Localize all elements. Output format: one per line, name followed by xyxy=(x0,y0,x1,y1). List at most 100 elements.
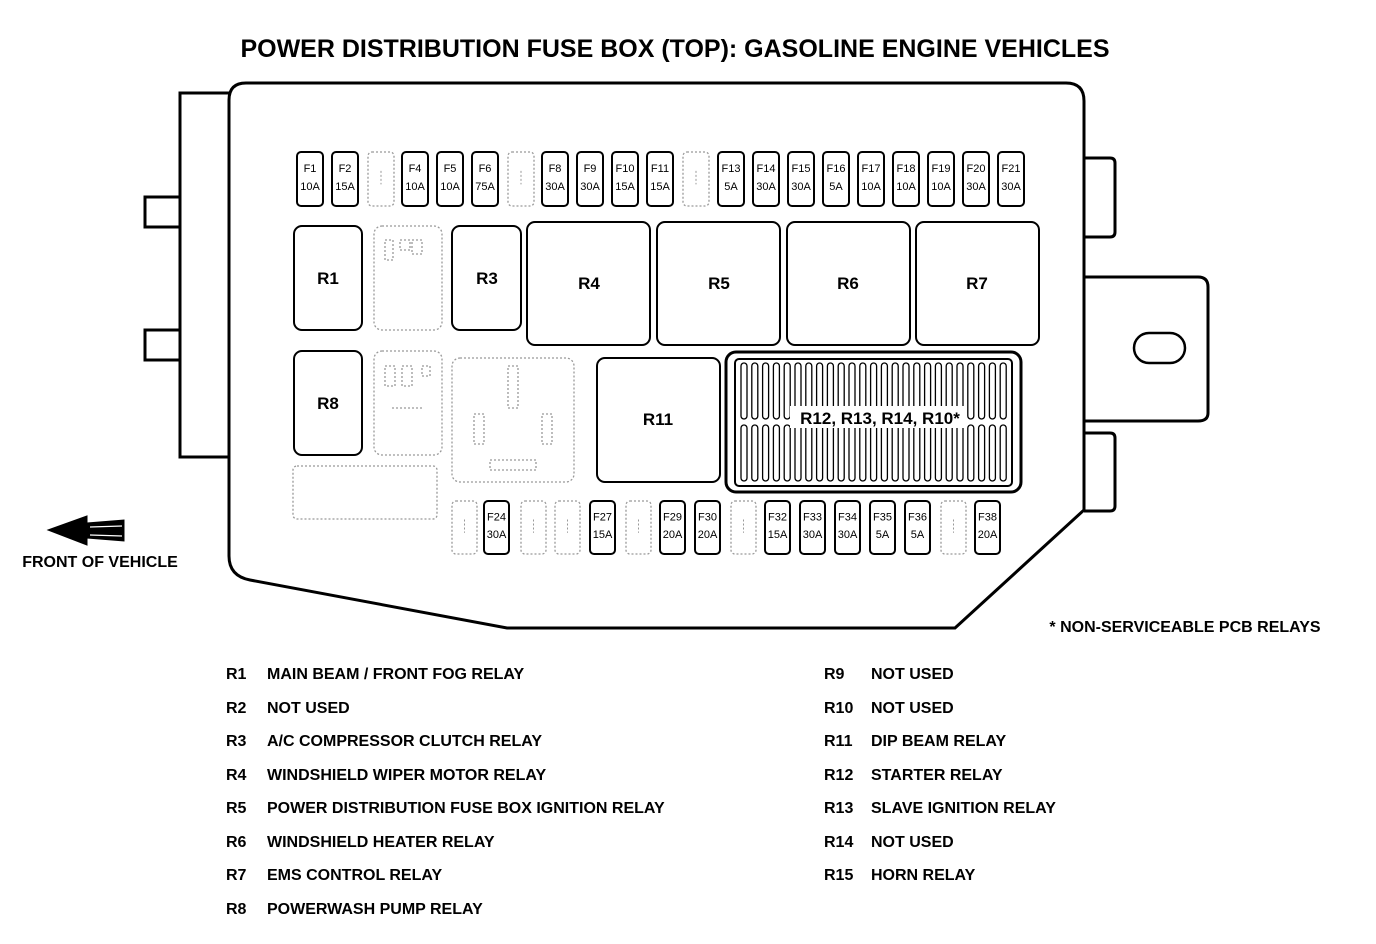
fuse-f16[interactable] xyxy=(822,151,850,207)
fuse-f8-rating: 30A xyxy=(545,181,565,193)
fuse-f20-id: F20 xyxy=(967,163,986,175)
fuse-f5-id: F5 xyxy=(444,163,457,175)
pcb-slot xyxy=(923,424,932,482)
top-fuse-row: F110AF215AF410AF510AF675AF830AF930AF1015… xyxy=(296,151,1025,207)
fuse-f8[interactable] xyxy=(541,151,569,207)
pcb-slot xyxy=(751,424,759,482)
fuse-f5[interactable] xyxy=(436,151,464,207)
relay-r9-empty-slot xyxy=(373,350,443,456)
fuse-f10-rating: 15A xyxy=(615,181,635,193)
fuse-f18-rating: 10A xyxy=(896,181,916,193)
legend-left-code: R5 xyxy=(226,800,247,817)
relay-r11[interactable] xyxy=(596,357,721,483)
fuse-f15[interactable] xyxy=(787,151,815,207)
fuse-f30-id: F30 xyxy=(698,512,717,524)
pcb-slot xyxy=(869,424,878,482)
fuse-f24[interactable] xyxy=(483,500,510,555)
fuse-f30[interactable] xyxy=(694,500,721,555)
fuse-f32-rating: 15A xyxy=(768,529,788,541)
bottom-fuse-empty-slot xyxy=(625,500,652,555)
legend-right-code: R12 xyxy=(824,766,854,784)
legend-right-code: R9 xyxy=(824,666,845,683)
legend-right-code: R13 xyxy=(824,800,854,817)
pcb-slot xyxy=(977,424,986,482)
legend-left-description: POWER DISTRIBUTION FUSE BOX IGNITION REL… xyxy=(267,800,665,817)
legend-right-description: HORN RELAY xyxy=(871,867,976,884)
fuse-f15-id: F15 xyxy=(792,163,811,175)
fuse-f34[interactable] xyxy=(834,500,861,555)
legend-left-description: MAIN BEAM / FRONT FOG RELAY xyxy=(267,666,525,683)
pcb-slot xyxy=(967,362,975,420)
relay-r7-label: R7 xyxy=(966,274,988,293)
fuse-f20[interactable] xyxy=(962,151,990,207)
fuse-f11-rating: 15A xyxy=(650,181,670,193)
fuse-f6-rating: 75A xyxy=(475,181,495,193)
relay-r6[interactable] xyxy=(786,221,911,346)
pcb-slot xyxy=(880,424,889,482)
pcb-slot xyxy=(913,424,921,482)
fuse-f32[interactable] xyxy=(764,500,791,555)
legend-left-code: R8 xyxy=(226,900,247,918)
bottom-fuse-row: F2430AF2715AF2920AF3020AF3215AF3330AF343… xyxy=(451,500,1001,555)
fuse-f29[interactable] xyxy=(659,500,686,555)
fuse-f35[interactable] xyxy=(869,500,896,555)
fuse-f38-id: F38 xyxy=(978,512,997,524)
pcb-slot xyxy=(967,424,975,482)
fuse-f1-id: F1 xyxy=(304,163,317,175)
fuse-f10[interactable] xyxy=(611,151,639,207)
bottom-fuse-empty-slot xyxy=(554,500,581,555)
fuse-f33[interactable] xyxy=(799,500,826,555)
legend-left-description: NOT USED xyxy=(267,699,350,717)
fuse-f19[interactable] xyxy=(927,151,955,207)
relay-r7[interactable] xyxy=(915,221,1040,346)
fuse-f1-rating: 10A xyxy=(300,181,320,193)
fuse-f32-id: F32 xyxy=(768,512,787,524)
fuse-f35-rating: 5A xyxy=(876,529,890,541)
fuse-f2[interactable] xyxy=(331,151,359,207)
fuse-f6-id: F6 xyxy=(479,163,492,175)
bottom-fuse-empty-slot xyxy=(520,500,547,555)
legend-right-description: NOT USED xyxy=(871,666,954,683)
relay-r5-label: R5 xyxy=(708,274,730,293)
fuse-f4[interactable] xyxy=(401,151,429,207)
pcb-slot xyxy=(988,362,997,420)
relay-r4[interactable] xyxy=(526,221,651,346)
fuse-f8-id: F8 xyxy=(549,163,562,175)
fuse-f6[interactable] xyxy=(471,151,499,207)
fuse-f15-rating: 30A xyxy=(791,181,811,193)
fuse-f17-id: F17 xyxy=(862,163,881,175)
fuse-f11[interactable] xyxy=(646,151,674,207)
fuse-f18[interactable] xyxy=(892,151,920,207)
legend-left-code: R1 xyxy=(226,666,247,683)
legend-right-code: R14 xyxy=(824,833,854,851)
fuse-f14[interactable] xyxy=(752,151,780,207)
pcb-slot xyxy=(934,424,943,482)
fuse-f21-id: F21 xyxy=(1002,163,1021,175)
relay-r8[interactable] xyxy=(293,350,363,456)
relay-r8-label: R8 xyxy=(317,394,339,413)
pcb-slot xyxy=(977,362,986,420)
relay-r3[interactable] xyxy=(451,225,522,331)
bottom-fuse-empty-slot xyxy=(451,500,478,555)
legend-left-code: R3 xyxy=(226,733,247,750)
fuse-f1[interactable] xyxy=(296,151,324,207)
mounting-slot xyxy=(1132,331,1187,365)
fuse-f27[interactable] xyxy=(589,500,616,555)
legend-right-description: NOT USED xyxy=(871,699,954,717)
fuse-f18-id: F18 xyxy=(897,163,916,175)
fuse-f13[interactable] xyxy=(717,151,745,207)
fuse-f33-id: F33 xyxy=(803,512,822,524)
fuse-f17-rating: 10A xyxy=(861,181,881,193)
relay-r1[interactable] xyxy=(293,225,363,331)
fuse-f9[interactable] xyxy=(576,151,604,207)
legend-right-description: DIP BEAM RELAY xyxy=(871,733,1007,750)
fuse-f17[interactable] xyxy=(857,151,885,207)
fuse-f38[interactable] xyxy=(974,500,1001,555)
relay-r5[interactable] xyxy=(656,221,781,346)
top-fuse-empty-slot xyxy=(367,151,395,207)
legend-right-description: SLAVE IGNITION RELAY xyxy=(871,800,1056,817)
pcb-slot xyxy=(805,424,813,482)
fuse-f36[interactable] xyxy=(904,500,931,555)
front-of-vehicle-label: FRONT OF VEHICLE xyxy=(22,554,178,571)
fuse-f21[interactable] xyxy=(997,151,1025,207)
